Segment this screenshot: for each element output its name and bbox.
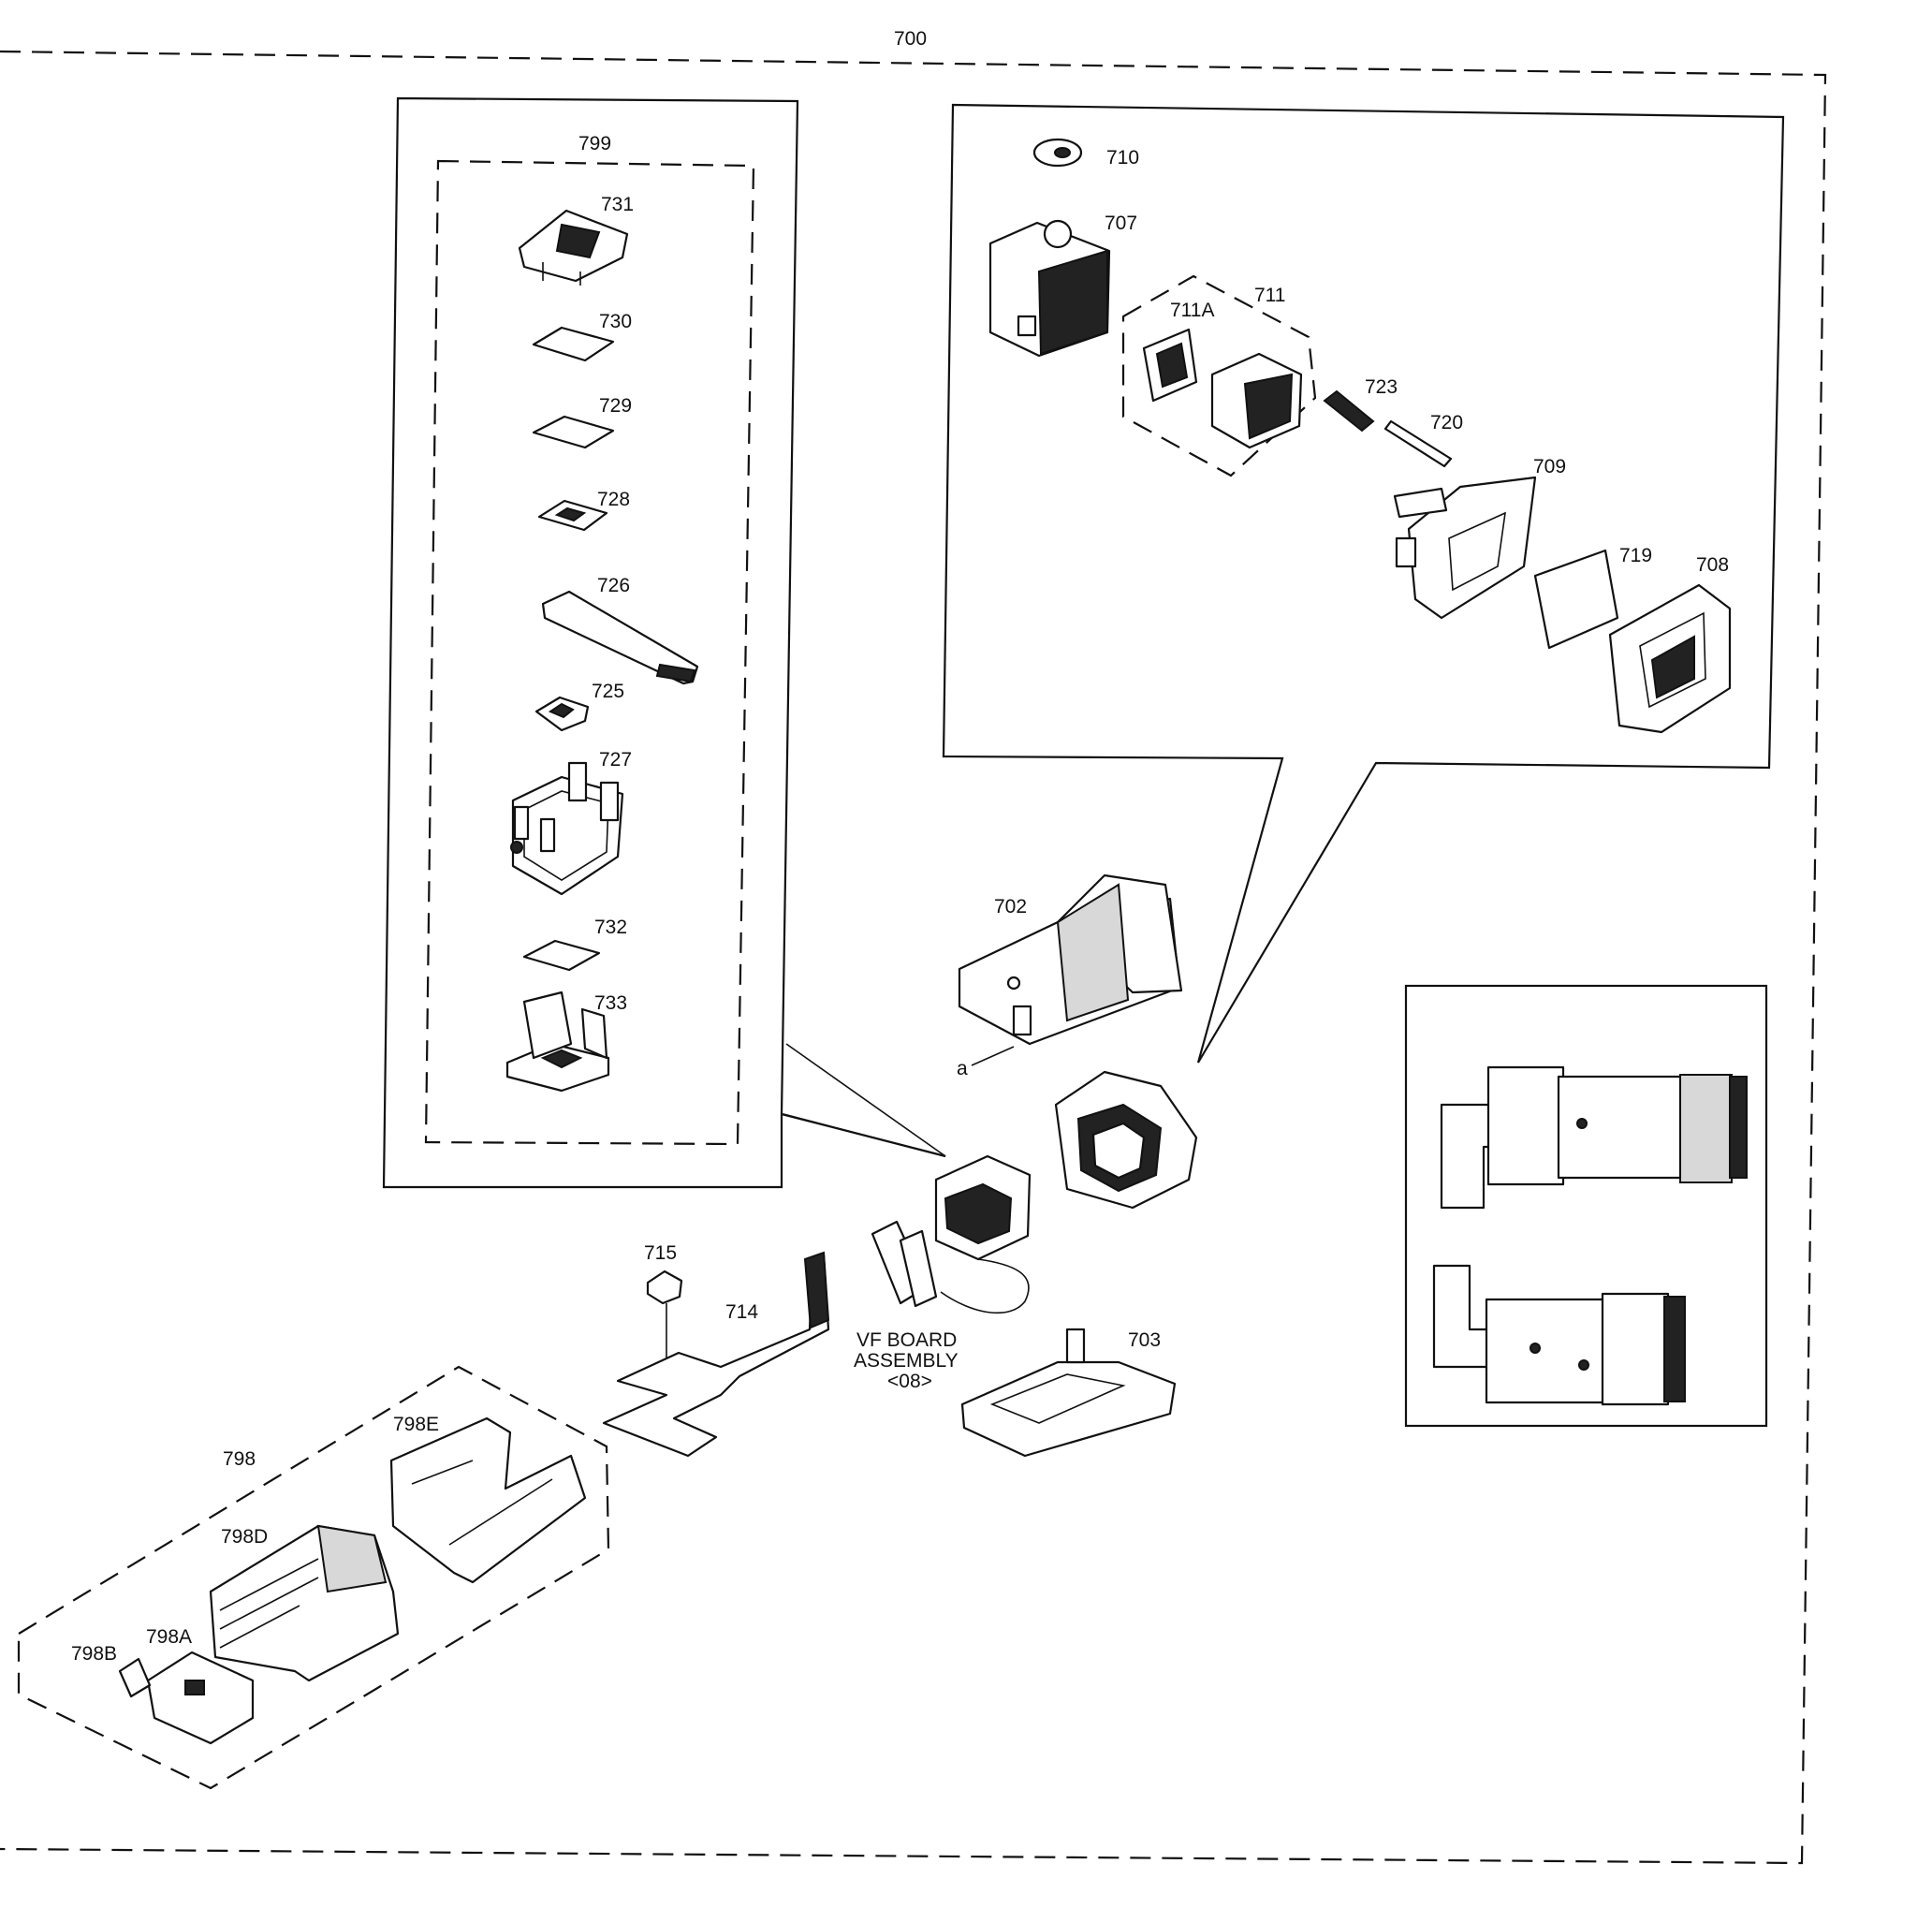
- part-709: [1393, 476, 1537, 620]
- label-703: 703: [1128, 1329, 1161, 1351]
- part-798B: [118, 1657, 152, 1698]
- part-707: [988, 219, 1111, 358]
- label-708: 708: [1696, 554, 1729, 576]
- part-798A: [146, 1651, 255, 1745]
- label-726: 726: [597, 575, 630, 596]
- label-720: 720: [1430, 412, 1463, 433]
- part-703: [960, 1328, 1177, 1458]
- part-719: [1533, 549, 1619, 650]
- label-727: 727: [599, 749, 632, 771]
- label-798D: 798D: [221, 1526, 268, 1548]
- part-708: [1608, 583, 1732, 734]
- label-707: 707: [1105, 213, 1137, 234]
- label-730: 730: [599, 311, 632, 332]
- label-733: 733: [594, 992, 627, 1014]
- callout-box-left: [382, 96, 946, 1189]
- label-711: 711: [1254, 285, 1285, 306]
- part-723: [1323, 389, 1375, 433]
- label-725: 725: [592, 681, 624, 702]
- part-725: [534, 696, 590, 732]
- part-eyepiece-assembled: [1054, 1070, 1198, 1210]
- part-731: [518, 209, 629, 286]
- part-729: [532, 415, 615, 449]
- label-709: 709: [1533, 456, 1566, 477]
- callout-pointer-left: [783, 1043, 946, 1157]
- label-728: 728: [597, 489, 630, 510]
- part-732: [522, 939, 601, 972]
- part-728: [537, 499, 608, 532]
- part-798D: [209, 1524, 400, 1682]
- part-711A: [1142, 328, 1198, 403]
- callout-box-right: [942, 103, 1785, 1064]
- label-723: 723: [1365, 376, 1398, 398]
- part-727: [510, 761, 624, 896]
- group-798-boundary: [17, 1365, 610, 1790]
- label-710: 710: [1106, 147, 1139, 169]
- label-711A: 711A: [1170, 300, 1215, 321]
- label-715: 715: [644, 1242, 677, 1264]
- assembly-700-boundary: [0, 50, 1827, 1865]
- part-733: [505, 991, 610, 1093]
- part-726: [541, 590, 699, 685]
- label-714: 714: [725, 1301, 758, 1323]
- label-729: 729: [599, 395, 632, 417]
- label-a: a: [957, 1058, 968, 1079]
- part-715: [646, 1270, 683, 1358]
- part-710: [1032, 138, 1083, 168]
- leader-a: [971, 1046, 1015, 1066]
- label-731: 731: [601, 194, 634, 215]
- inset-box: [1404, 984, 1768, 1428]
- label-vf-line3: <08>: [887, 1371, 932, 1392]
- part-702: [958, 873, 1183, 1046]
- label-702: 702: [994, 896, 1027, 917]
- label-799: 799: [578, 133, 611, 154]
- group-799-boundary: [424, 159, 755, 1146]
- inset-assembly-top: [1440, 1065, 1748, 1210]
- label-719: 719: [1619, 545, 1652, 566]
- part-798E: [389, 1416, 587, 1584]
- label-798: 798: [223, 1448, 256, 1470]
- label-vf-line1: VF BOARD: [856, 1329, 957, 1351]
- inset-assembly-bottom: [1432, 1264, 1686, 1406]
- label-732: 732: [594, 917, 627, 938]
- part-714: [602, 1251, 830, 1458]
- label-700: 700: [894, 28, 927, 50]
- label-798E: 798E: [393, 1414, 439, 1435]
- part-730: [532, 326, 615, 362]
- label-798A: 798A: [146, 1626, 192, 1648]
- part-720: [1383, 419, 1453, 468]
- part-711: [1210, 352, 1303, 449]
- part-vf-board: [871, 1154, 1032, 1314]
- group-711-boundary: [1121, 274, 1317, 477]
- label-vf-line2: ASSEMBLY: [854, 1350, 959, 1372]
- label-798B: 798B: [71, 1643, 117, 1665]
